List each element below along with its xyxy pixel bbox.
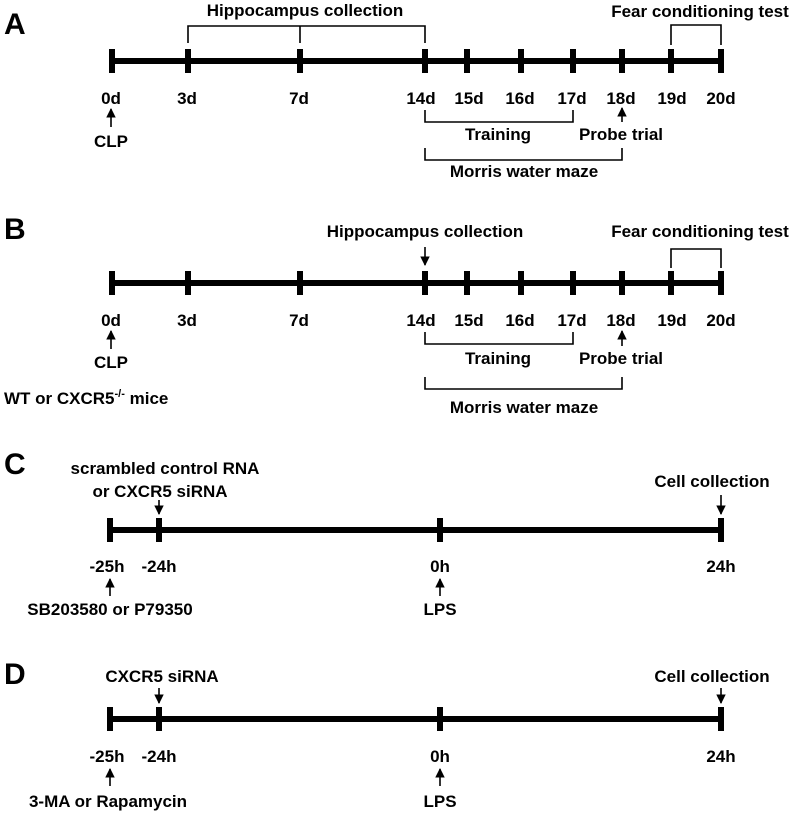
- panel-c-tick-label: 24h: [706, 557, 735, 576]
- panel-b-tick-label: 7d: [289, 311, 309, 330]
- panel-b-mice-label: WT or CXCR5-/- mice: [4, 388, 168, 408]
- panel-a-hippocampus-bracket: [187, 25, 426, 43]
- panel-d-axis: [107, 707, 724, 731]
- panel-d-tick-labels: -25h -24h 0h 24h: [90, 747, 736, 766]
- panel-a-tick-label: 7d: [289, 89, 309, 108]
- panel-a-letter: A: [4, 8, 26, 41]
- panel-a-fear-bracket: [670, 24, 722, 45]
- panel-d-tick-label: -25h: [90, 747, 125, 766]
- panel-a-tick-label: 15d: [454, 89, 483, 108]
- panel-b-tick-label: 0d: [101, 311, 121, 330]
- panel-a-tick-label: 14d: [406, 89, 435, 108]
- panel-b-tick-label: 15d: [454, 311, 483, 330]
- panel-a-training-bracket: [424, 110, 574, 123]
- panel-c-cell-collection-label: Cell collection: [654, 472, 769, 491]
- panel-b-mice-prefix: WT or CXCR5: [4, 389, 115, 408]
- panel-c-letter: C: [4, 448, 26, 481]
- panel-a-tick-label: 0d: [101, 89, 121, 108]
- panel-c-tick-label: -24h: [142, 557, 177, 576]
- panel-c-lps-label: LPS: [423, 600, 456, 619]
- panel-a-morris-bracket: [424, 148, 623, 161]
- panel-a-morris-label: Morris water maze: [450, 162, 598, 181]
- panel-b: B 0d 3d 7d 14d 15d 16d 17d 18d 19d 20d: [4, 213, 789, 417]
- panel-c-inhibitor-label: SB203580 or P79350: [27, 600, 192, 619]
- panel-c-sirna-label: or CXCR5 siRNA: [92, 482, 227, 501]
- panel-a-tick-label: 18d: [606, 89, 635, 108]
- panel-a-tick-label: 3d: [177, 89, 197, 108]
- panel-b-tick-labels: 0d 3d 7d 14d 15d 16d 17d 18d 19d 20d: [101, 311, 736, 330]
- panel-b-tick-label: 20d: [706, 311, 735, 330]
- panel-c-tick-label: -25h: [90, 557, 125, 576]
- panel-a-clp-label: CLP: [94, 132, 128, 151]
- panel-b-tick-label: 18d: [606, 311, 635, 330]
- panel-a-tick-label: 16d: [505, 89, 534, 108]
- panel-a-probe-label: Probe trial: [579, 125, 663, 144]
- panel-d: D -25h -24h 0h 24h CXCR5 siRNA Cell coll…: [4, 658, 770, 811]
- panel-c-tick-labels: -25h -24h 0h 24h: [90, 557, 736, 576]
- panel-c-axis: [107, 518, 724, 542]
- panel-a-axis: [109, 49, 724, 73]
- panel-b-morris-bracket: [424, 377, 623, 390]
- panel-d-inhibitor-label: 3-MA or Rapamycin: [29, 792, 187, 811]
- panel-b-tick-label: 19d: [657, 311, 686, 330]
- panel-b-tick-label: 16d: [505, 311, 534, 330]
- panel-b-tick-label: 17d: [557, 311, 586, 330]
- panel-b-training-label: Training: [465, 349, 531, 368]
- panel-b-mice-superscript: -/-: [115, 388, 126, 400]
- panel-a-fear-label: Fear conditioning test: [611, 2, 789, 21]
- panel-a-tick-label: 17d: [557, 89, 586, 108]
- panel-d-cell-collection-label: Cell collection: [654, 667, 769, 686]
- panel-d-sirna-label: CXCR5 siRNA: [105, 667, 218, 686]
- panel-d-lps-label: LPS: [423, 792, 456, 811]
- panel-a: A 0d 3d 7d 14d 15d 16d 17d 18d 19d 20d: [4, 1, 789, 181]
- panel-c-tick-label: 0h: [430, 557, 450, 576]
- panel-b-morris-label: Morris water maze: [450, 398, 598, 417]
- panel-b-probe-label: Probe trial: [579, 349, 663, 368]
- panel-b-training-bracket: [424, 332, 574, 345]
- panel-d-letter: D: [4, 658, 26, 691]
- panel-b-tick-label: 3d: [177, 311, 197, 330]
- panel-c: C -25h -24h 0h 24h scrambled control RNA…: [4, 448, 770, 619]
- panel-b-mice-suffix: mice: [125, 389, 168, 408]
- panel-b-fear-bracket: [670, 248, 722, 268]
- panel-d-tick-label: 0h: [430, 747, 450, 766]
- panel-a-training-label: Training: [465, 125, 531, 144]
- panel-a-tick-labels: 0d 3d 7d 14d 15d 16d 17d 18d 19d 20d: [101, 89, 736, 108]
- panel-a-tick-label: 19d: [657, 89, 686, 108]
- panel-b-axis: [109, 271, 724, 295]
- panel-c-scrambled-label: scrambled control RNA: [71, 459, 260, 478]
- panel-d-tick-label: 24h: [706, 747, 735, 766]
- panel-a-tick-label: 20d: [706, 89, 735, 108]
- panel-a-hippocampus-label: Hippocampus collection: [207, 1, 403, 20]
- panel-b-fear-label: Fear conditioning test: [611, 222, 789, 241]
- panel-b-letter: B: [4, 213, 26, 246]
- panel-b-clp-label: CLP: [94, 353, 128, 372]
- panel-d-tick-label: -24h: [142, 747, 177, 766]
- panel-b-tick-label: 14d: [406, 311, 435, 330]
- panel-b-hippocampus-label: Hippocampus collection: [327, 222, 523, 241]
